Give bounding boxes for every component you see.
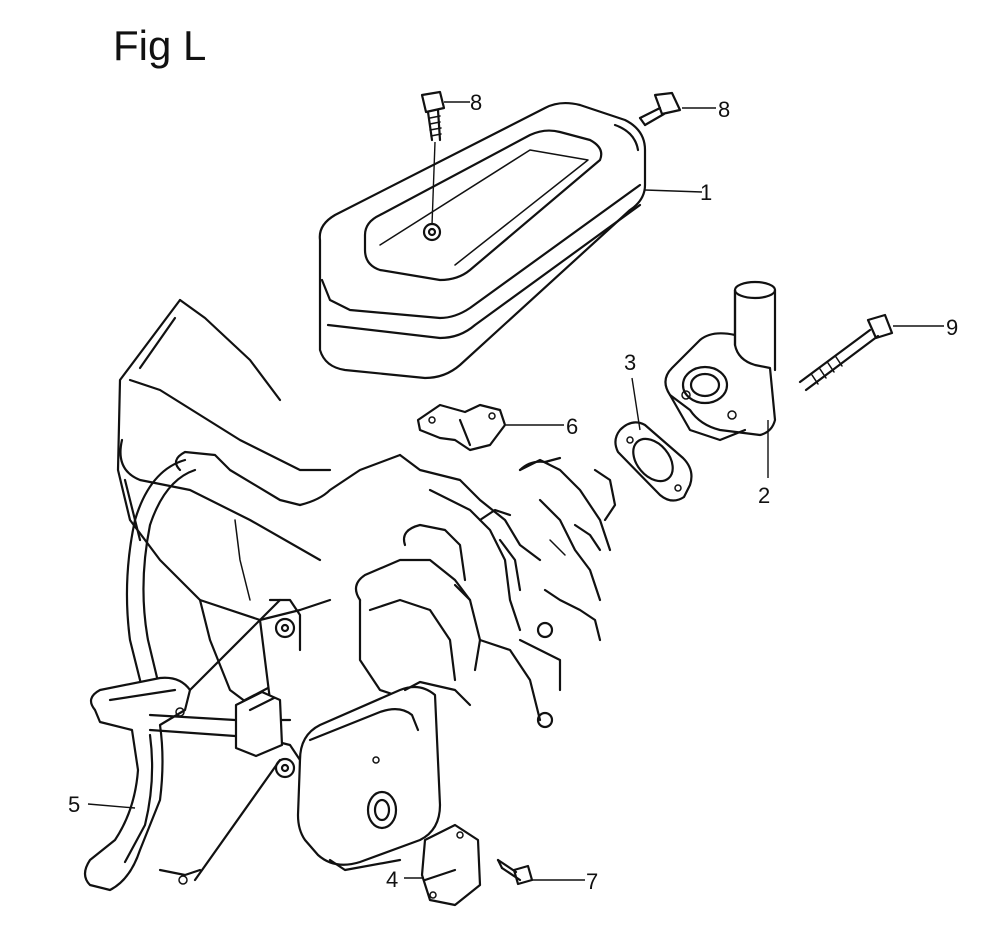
callout-4: 4: [386, 867, 398, 892]
part-4-bracket: [420, 823, 482, 907]
callout-1: 1: [700, 180, 712, 205]
part-8-bolt-side: [638, 91, 682, 127]
carburetor-assembly: [354, 453, 617, 729]
callout-7: 7: [586, 869, 598, 894]
part-3-gasket: [614, 421, 693, 502]
figure-title: Fig L: [113, 22, 207, 69]
part-2-intake-elbow: [664, 280, 777, 442]
callout-labels: 1 2 3 4 5 6 7 8 8 9: [68, 90, 958, 894]
callout-5: 5: [68, 792, 80, 817]
callout-3: 3: [624, 350, 636, 375]
callout-9: 9: [946, 315, 958, 340]
part-7-bolt: [496, 858, 534, 886]
part-5-tube: [83, 458, 284, 892]
leader-lines: [87, 101, 944, 881]
part-1-cover: [318, 101, 647, 380]
callout-2: 2: [758, 483, 770, 508]
callout-8-top: 8: [470, 90, 482, 115]
part-6-bracket: [416, 403, 507, 452]
part-8-bolt-top: [420, 90, 446, 226]
callout-8-side: 8: [718, 97, 730, 122]
muffler: [296, 680, 472, 872]
callout-6: 6: [566, 414, 578, 439]
part-9-long-bolt: [798, 313, 894, 392]
